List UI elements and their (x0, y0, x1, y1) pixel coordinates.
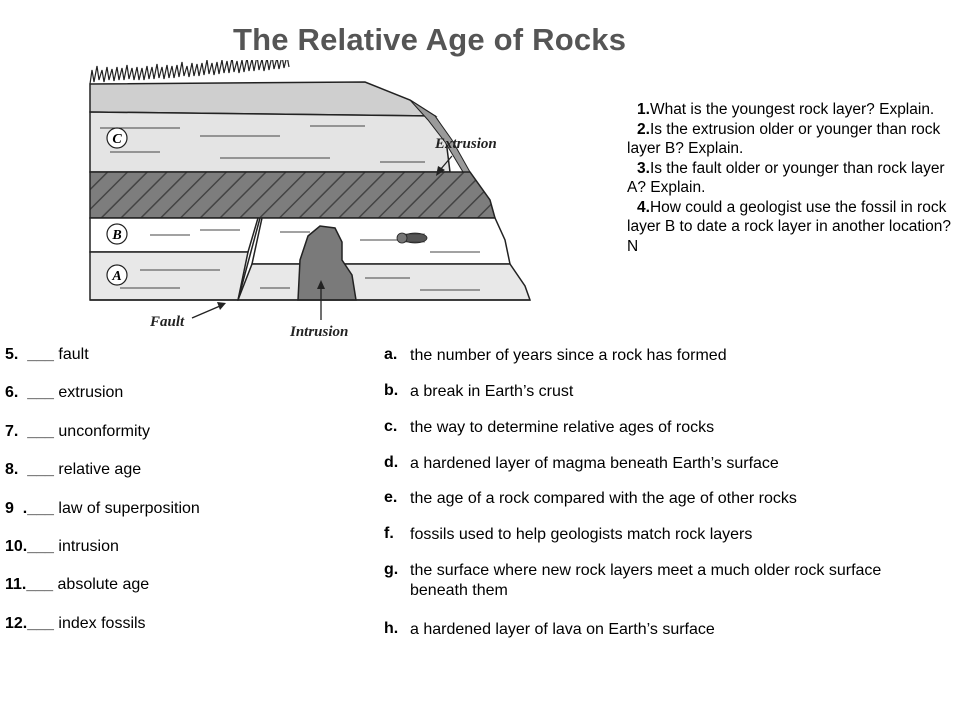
term-item: 5. ___ fault (5, 346, 89, 363)
rock-layers-diagram: C B A Extrusion Fault Intrusion (89, 60, 532, 340)
question-list: 1.What is the youngest rock layer? Expla… (627, 100, 957, 256)
intrusion-label: Intrusion (289, 324, 348, 340)
answer-blank[interactable]: ___ (27, 346, 54, 363)
question-2: 2.Is the extrusion older or younger than… (627, 120, 941, 158)
question-3: 3.Is the fault older or younger than roc… (627, 159, 945, 197)
question-1: 1.What is the youngest rock layer? Expla… (637, 101, 935, 118)
answer-blank[interactable]: ___ (27, 423, 54, 440)
term-item: 11.___ absolute age (5, 576, 150, 593)
answer-blank[interactable]: ___ (26, 576, 54, 593)
layer-b-letter: B (111, 228, 121, 243)
term-item: 7. ___ unconformity (5, 423, 150, 440)
topsoil-layer (89, 81, 438, 117)
term-item: 10.___ intrusion (5, 538, 119, 555)
layer-b-right (251, 217, 511, 265)
layer-c (89, 111, 451, 173)
layer-c-label: C (106, 127, 128, 149)
layer-a-letter: A (111, 269, 121, 284)
term-item: 9 .___ law of superposition (5, 500, 200, 517)
question-4: 4.How could a geologist use the fossil i… (627, 198, 951, 255)
grass (89, 60, 290, 85)
fault-line (237, 217, 261, 301)
extrusion-arrow (439, 155, 453, 171)
trilobite-fossil-icon (396, 232, 428, 244)
layer-a-label: A (106, 264, 128, 286)
intrusion-body (297, 225, 357, 301)
layer-c-letter: C (112, 132, 122, 147)
page-title: The Relative Age of Rocks (233, 22, 627, 57)
answer-blank[interactable]: ___ (27, 461, 54, 478)
layer-b-label: B (106, 223, 128, 245)
term-item: 8. ___ relative age (5, 461, 142, 478)
answer-blank[interactable]: ___ (27, 538, 54, 555)
texture-lines (100, 125, 480, 291)
answer-blank[interactable]: .___ (22, 500, 54, 517)
extrusion-label: Extrusion (434, 136, 497, 152)
answer-blank[interactable]: ___ (27, 615, 54, 632)
fault-label: Fault (149, 314, 185, 330)
term-item: 6. ___ extrusion (5, 384, 124, 401)
fault-arrow (191, 305, 221, 319)
layer-a-right (236, 263, 532, 301)
term-item: 12.___ index fossils (5, 615, 146, 632)
answer-blank[interactable]: ___ (27, 384, 54, 401)
hatched-layer (89, 171, 496, 219)
